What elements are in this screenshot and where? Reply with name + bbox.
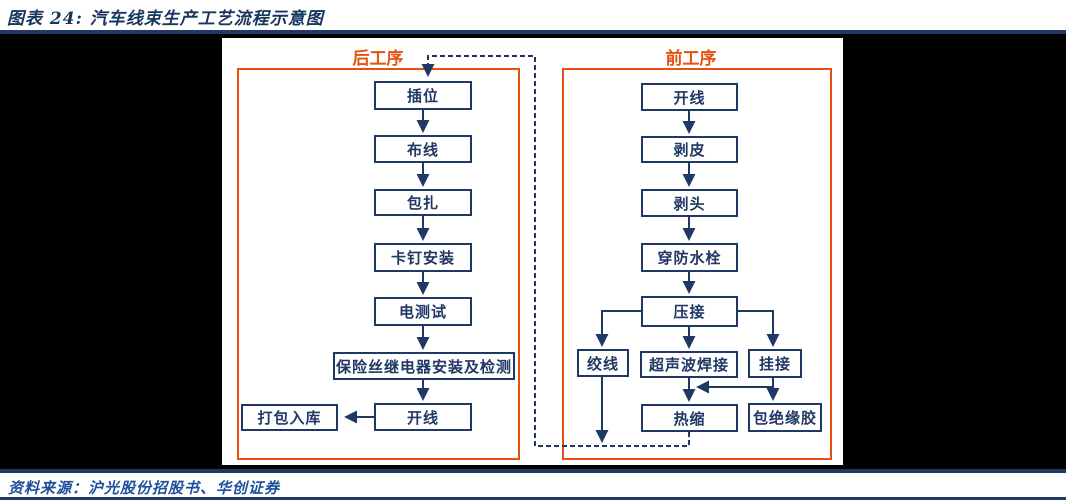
step-head-stripping: 剥头 xyxy=(641,189,738,217)
header-divider xyxy=(0,30,1066,34)
step-insert-position: 插位 xyxy=(374,81,472,110)
step-electrical-test: 电测试 xyxy=(374,297,472,326)
step-twisting: 绞线 xyxy=(577,349,629,377)
pre-process-label: 前工序 xyxy=(665,49,717,69)
post-process-label: 后工序 xyxy=(352,49,404,69)
step-wire-cutting: 开线 xyxy=(641,83,738,111)
step-insulation-tape: 包绝缘胶 xyxy=(748,403,822,432)
step-stripping: 剥皮 xyxy=(641,136,738,163)
figure-bottom-divider xyxy=(0,469,1066,473)
figure-panel xyxy=(222,38,843,465)
source-note: 资料来源：沪光股份招股书、华创证券 xyxy=(8,479,281,497)
step-hanging: 挂接 xyxy=(748,349,802,378)
page-bottom-divider xyxy=(0,497,1066,500)
step-heat-shrink: 热缩 xyxy=(641,404,738,432)
step-pack-warehouse: 打包入库 xyxy=(241,404,338,431)
step-ultrasonic-welding: 超声波焊接 xyxy=(640,351,738,378)
step-wiring: 布线 xyxy=(374,135,472,163)
step-clip-install: 卡钉安装 xyxy=(374,243,472,272)
step-waterproof-plug: 穿防水栓 xyxy=(641,243,738,272)
post-process-frame xyxy=(237,68,520,460)
pre-process-frame xyxy=(562,68,832,460)
step-crimping: 压接 xyxy=(641,296,738,327)
figure-title: 图表 24: 汽车线束生产工艺流程示意图 xyxy=(7,9,324,29)
step-taping: 包扎 xyxy=(374,189,472,216)
step-fuse-relay-install-test: 保险丝继电器安装及检测 xyxy=(333,352,515,380)
step-offline: 开线 xyxy=(374,403,472,431)
